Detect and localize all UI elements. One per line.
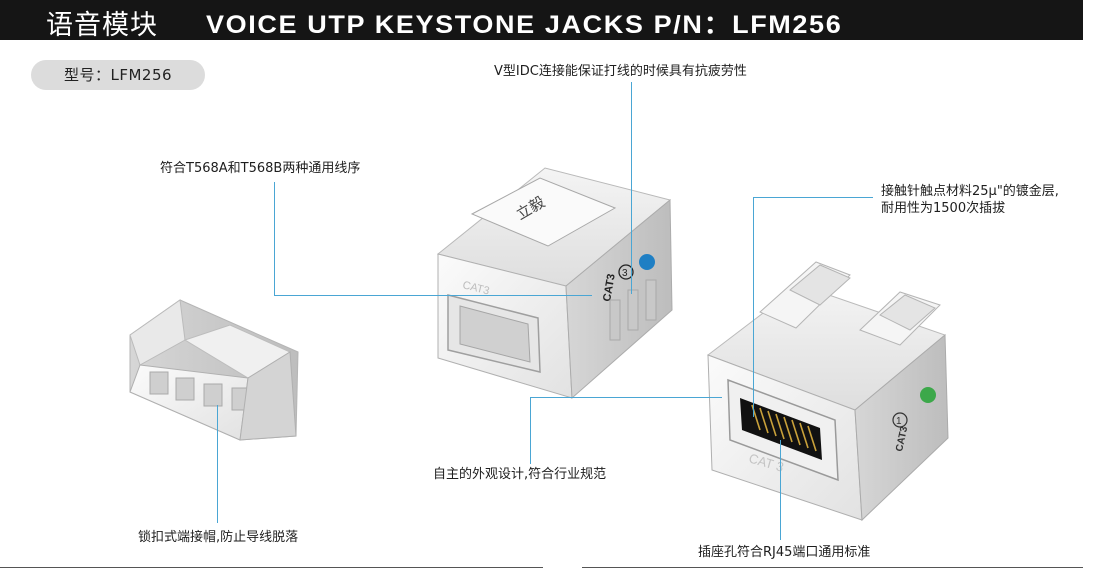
leader-wiring-vertical bbox=[274, 182, 275, 296]
model-label: 型号：LFM256 bbox=[31, 60, 205, 90]
leader-wiring-horizontal bbox=[274, 295, 592, 296]
leader-rj45-vertical bbox=[780, 440, 781, 540]
leader-idc-vertical bbox=[631, 82, 632, 294]
right-jack-illustration: CAT 3 1 CAT3 bbox=[706, 261, 949, 522]
leader-contacts-horizontal bbox=[753, 197, 873, 198]
leader-contacts-vertical bbox=[753, 197, 754, 417]
leader-cap-vertical bbox=[217, 405, 218, 523]
callout-contacts-line1: 接触针触点材料25μ"的镀金层, bbox=[881, 184, 1059, 199]
callout-rj45: 插座孔符合RJ45端口通用标准 bbox=[698, 545, 871, 560]
header-title-cn: 语音模块 bbox=[46, 10, 158, 41]
leader-design-vertical bbox=[530, 397, 531, 464]
footer-line-left bbox=[0, 567, 543, 568]
callout-cap: 锁扣式端接帽,防止导线脱落 bbox=[138, 530, 299, 545]
header-title-en: VOICE UTP KEYSTONE JACKS P/N：LFM256 bbox=[206, 11, 843, 39]
right-jack-number: 1 bbox=[896, 416, 902, 427]
callout-idc: V型IDC连接能保证打线的时候具有抗疲劳性 bbox=[494, 64, 747, 79]
center-jack-illustration: 立毅 CAT3 CAT3 3 bbox=[436, 167, 673, 400]
jack-cat-print: CAT3 bbox=[601, 273, 618, 303]
callout-wiring: 符合T568A和T568B两种通用线序 bbox=[160, 161, 361, 176]
header-bar: 语音模块 VOICE UTP KEYSTONE JACKS P/N：LFM256 bbox=[0, 0, 1083, 41]
footer-line-right bbox=[582, 567, 1083, 568]
callout-design: 自主的外观设计,符合行业规范 bbox=[433, 467, 607, 482]
callout-contacts-line2: 耐用性为1500次插拔 bbox=[881, 201, 1006, 216]
leader-design-horizontal bbox=[530, 397, 722, 398]
right-jack-cat-print: CAT3 bbox=[894, 425, 910, 453]
locking-cap-illustration bbox=[129, 299, 299, 441]
jack-number-left: 3 bbox=[622, 268, 628, 279]
callout-contacts: 接触针触点材料25μ"的镀金层, 耐用性为1500次插拔 bbox=[881, 183, 1081, 217]
